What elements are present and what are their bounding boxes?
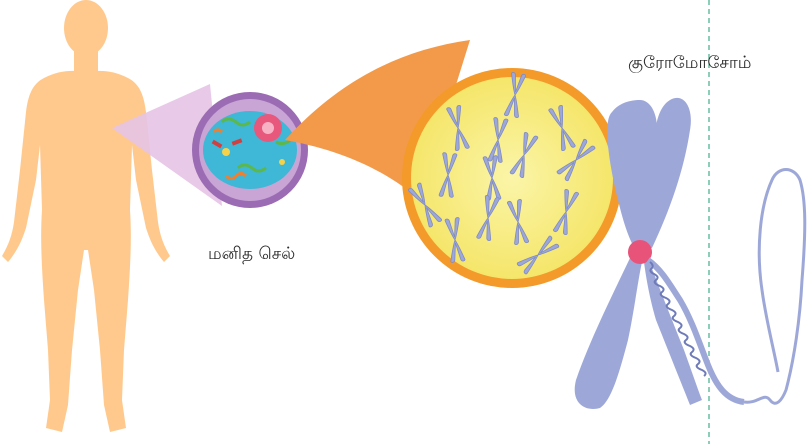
human-body-icon bbox=[2, 0, 170, 432]
human-cell-label: மனித செல் bbox=[208, 244, 295, 266]
chromosome-label: குரோமோசோம் bbox=[628, 53, 751, 75]
nucleus-icon bbox=[402, 68, 622, 288]
dna-strand-icon bbox=[648, 170, 805, 404]
animal-cell-icon bbox=[192, 92, 308, 208]
